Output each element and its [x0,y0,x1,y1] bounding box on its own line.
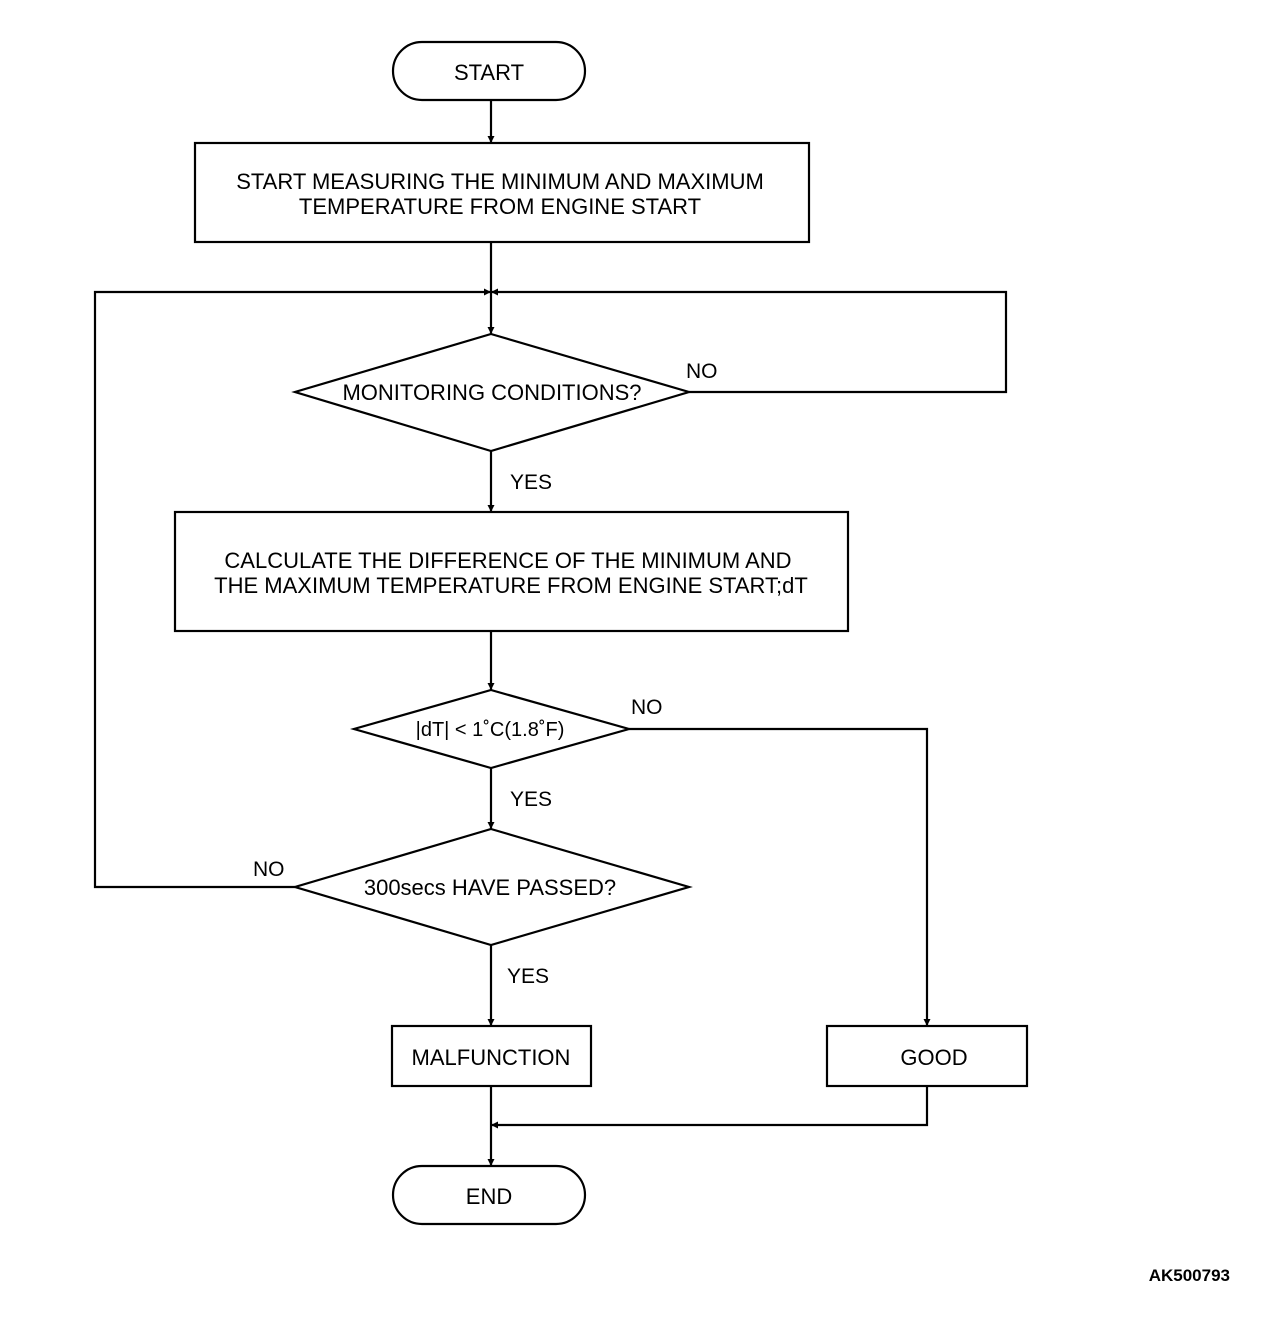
edge-label-dt-yes: YES [510,788,552,811]
calculate-label-line2: THE MAXIMUM TEMPERATURE FROM ENGINE STAR… [214,573,808,598]
edge-label-monitoring-no: NO [686,360,718,383]
edge-monitoring-no-loop [491,288,1008,394]
malfunction-label: MALFUNCTION [412,1045,571,1070]
end-terminator [391,1164,587,1226]
edge-label-dt-no: NO [631,696,663,719]
start-label: START [454,60,524,85]
measure-label-line1: START MEASURING THE MINIMUM AND MAXIMUM [236,169,764,194]
measure-label-line2: TEMPERATURE FROM ENGINE START [299,194,701,219]
end-label: END [466,1184,512,1209]
dt-label: |dT| < 1˚C(1.8˚F) [416,719,565,741]
figure-code: AK500793 [1149,1266,1230,1285]
calculate-label-line1: CALCULATE THE DIFFERENCE OF THE MINIMUM … [224,548,791,573]
calculate-process-box [173,510,850,633]
measure-process-box [193,141,811,244]
edge-dt-no [629,727,931,1026]
time-label: 300secs HAVE PASSED? [364,875,616,900]
edge-label-monitoring-yes: YES [510,471,552,494]
good-label: GOOD [900,1045,967,1070]
monitoring-label: MONITORING CONDITIONS? [342,380,641,405]
edge-label-time-yes: YES [507,965,549,988]
edge-good-to-end [491,1086,929,1129]
edge-time-no-loop [93,288,491,889]
start-terminator [391,40,587,102]
edge-label-time-no: NO [253,858,285,881]
